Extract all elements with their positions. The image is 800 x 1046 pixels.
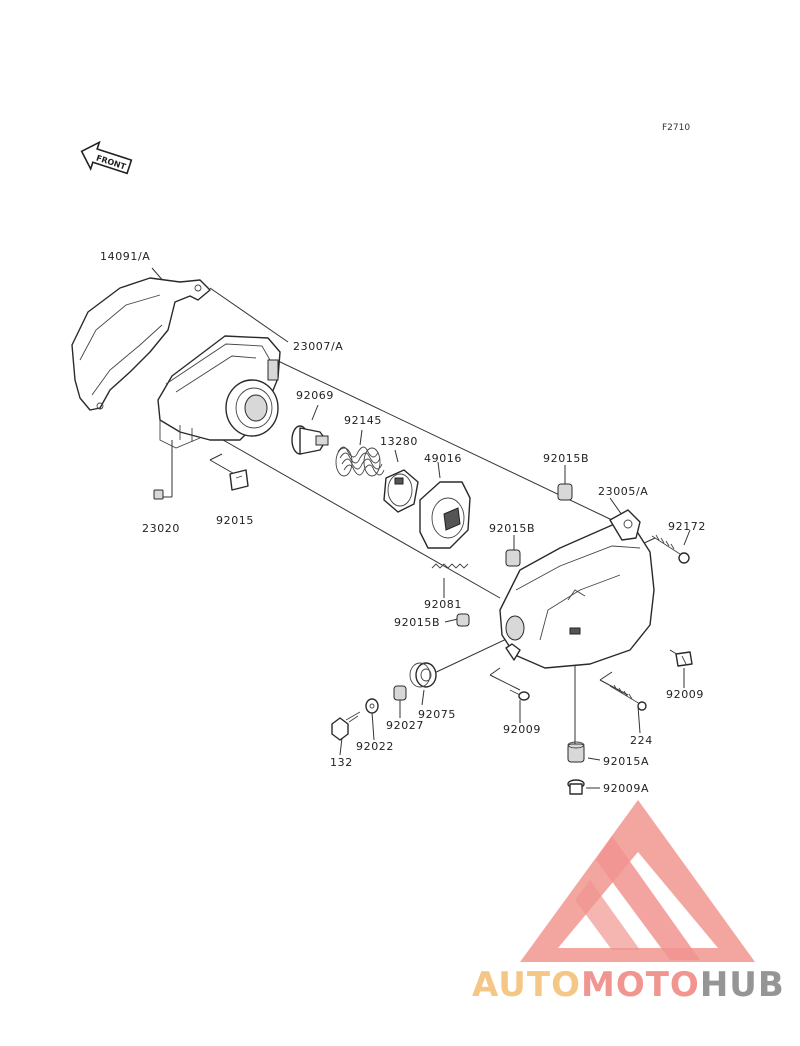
- lens-cover-part: [71, 277, 211, 411]
- triangle-logo-icon: [520, 800, 755, 962]
- label-92015B-mid: 92015B: [489, 522, 535, 535]
- label-92015B-low: 92015B: [394, 616, 440, 629]
- label-49016: 49016: [424, 452, 462, 465]
- watermark-logo: AUTOMOTOHUB: [472, 800, 785, 1005]
- rear-case-part: [499, 509, 655, 669]
- socket-13280-part: [383, 469, 419, 513]
- diagram-code: F2710: [662, 123, 690, 133]
- label-92015: 92015: [216, 514, 254, 527]
- label-92009-right: 92009: [666, 688, 704, 701]
- label-224: 224: [630, 734, 653, 747]
- label-92015B-top: 92015B: [543, 452, 589, 465]
- screw-92172-part: [651, 534, 690, 564]
- front-arrow-icon: FRONT: [80, 140, 133, 175]
- collar-92027-part: [393, 685, 407, 701]
- bushing-92015B-top-part: [557, 483, 573, 501]
- label-92015A: 92015A: [603, 755, 649, 768]
- label-92022: 92022: [356, 740, 394, 753]
- label-92027: 92027: [386, 719, 424, 732]
- bolt-132-part: [331, 711, 361, 741]
- screw-224-part: [609, 684, 647, 711]
- label-14091A: 14091/A: [100, 250, 150, 263]
- label-23020: 23020: [142, 522, 180, 535]
- watermark-text: AUTOMOTOHUB: [472, 965, 785, 1005]
- headlight-housing-part: [157, 335, 281, 449]
- label-92145: 92145: [344, 414, 382, 427]
- label-23007A: 23007/A: [293, 340, 343, 353]
- washer-92022-part: [365, 698, 379, 714]
- part-labels: 14091/A 23007/A 92069 92145 13280 49016 …: [100, 250, 706, 795]
- screw-92009-center-part: [509, 689, 530, 701]
- spring-92081-part: [431, 563, 469, 569]
- collar-92015A-part: [567, 741, 585, 763]
- bolt-92009A-part: [567, 779, 585, 795]
- label-92081: 92081: [424, 598, 462, 611]
- leader-lines: [151, 267, 691, 789]
- label-23005A: 23005/A: [598, 485, 648, 498]
- bulb-92069-part: [291, 425, 329, 455]
- nut-23020-part: [153, 489, 164, 500]
- spring-92145-part: [335, 446, 385, 477]
- bushing-92015B-mid-part: [505, 549, 521, 567]
- bushing-92015B-low-part: [456, 613, 470, 627]
- label-92009A: 92009A: [603, 782, 649, 795]
- grommet-92075-part: [409, 662, 437, 688]
- label-92172: 92172: [668, 520, 706, 533]
- clip-92015-part: [229, 469, 249, 491]
- label-132: 132: [330, 756, 353, 769]
- label-13280: 13280: [380, 435, 418, 448]
- label-92075: 92075: [418, 708, 456, 721]
- screw-92009-right-part: [675, 651, 693, 667]
- label-92069: 92069: [296, 389, 334, 402]
- label-92009-center: 92009: [503, 723, 541, 736]
- bulb-cap-49016-part: [419, 481, 471, 549]
